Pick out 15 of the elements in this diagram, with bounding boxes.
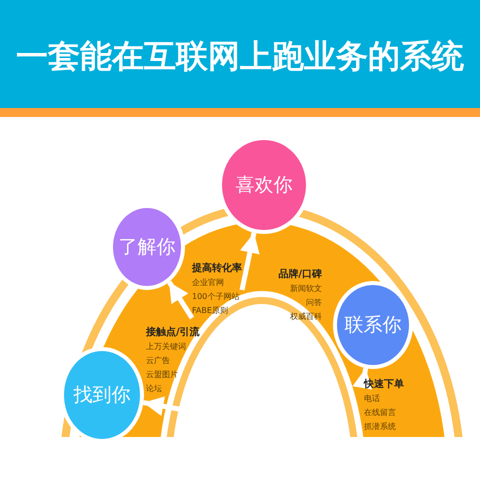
segment-heading: 提高转化率 — [192, 262, 242, 276]
list-item: 在线留言 — [364, 407, 397, 419]
arrow — [240, 232, 260, 290]
list-item: 电话 — [364, 393, 381, 405]
list-item: 企业官网 — [192, 277, 225, 289]
list-item: 论坛 — [146, 383, 163, 395]
list-item: 抓潜系统 — [364, 421, 397, 433]
title: 一套能在互联网上跑业务的系统 — [15, 36, 465, 77]
list-item: 上万关键词 — [146, 341, 187, 353]
list-item: 权威百科 — [290, 311, 322, 323]
arrow — [167, 280, 194, 320]
list-item: 新闻软文 — [290, 283, 322, 295]
segment-heading: 品牌/口碑 — [278, 268, 322, 282]
list-item: 云广告 — [146, 355, 171, 367]
list-item: 问答 — [306, 297, 322, 309]
